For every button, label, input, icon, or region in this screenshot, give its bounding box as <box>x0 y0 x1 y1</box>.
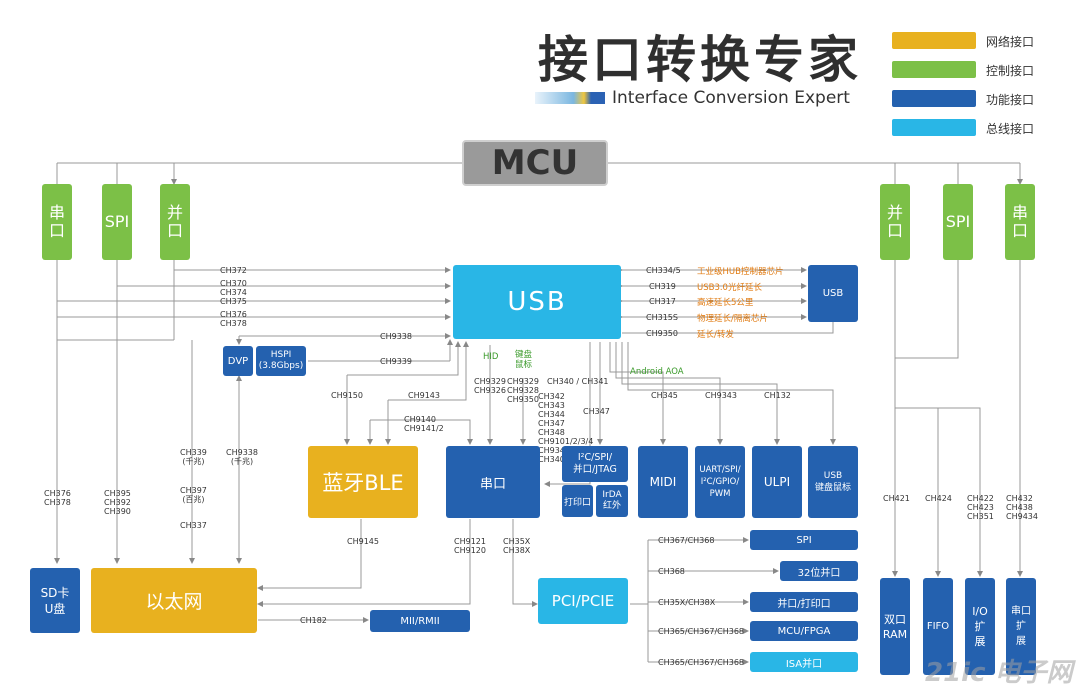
top-left-parallel: 并 口 <box>160 184 190 260</box>
bus-chip: CH35X/CH38X <box>658 598 716 607</box>
kbd-label: 键盘 鼠标 <box>515 350 533 370</box>
chip-label: CH345 <box>651 391 678 400</box>
watermark-logo: 21ic 电子网 <box>925 658 1073 688</box>
fifo-block: FIFO <box>923 578 953 675</box>
usb-kbd-block: USB 键盘鼠标 <box>808 446 858 518</box>
left-link-chip: CH372 <box>220 266 247 275</box>
dual-ram-block: 双口 RAM <box>880 578 910 675</box>
chip-label: CH432 CH438 CH9434 <box>1006 494 1038 521</box>
chip-label: CH340 / CH341 <box>547 377 609 386</box>
legend-label-bus: 总线接口 <box>986 122 1035 136</box>
top-left-serial: 串 口 <box>42 184 72 260</box>
top-left-spi: SPI <box>102 184 132 260</box>
right-link-chip: CH319 <box>649 282 676 291</box>
page-subtitle: Interface Conversion Expert <box>612 88 850 108</box>
right-link-desc: 延长/转发 <box>697 330 734 340</box>
left-link-chip: CH370 CH374 <box>220 279 247 297</box>
chip-label: CH9140 CH9141/2 <box>404 415 444 433</box>
legend-label-function: 功能接口 <box>986 93 1035 107</box>
chip-label: CH342 CH343 CH344 CH347 CH348 CH9101/2/3… <box>538 392 594 464</box>
bus-chip: CH365/CH367/CH368 <box>658 627 745 636</box>
right-link-chip: CH334/5 <box>646 266 681 275</box>
bus-chip: CH367/CH368 <box>658 536 715 545</box>
mii-block: MII/RMII <box>370 610 470 632</box>
left-link-chip: CH375 <box>220 297 247 306</box>
chip-label: CH35X CH38X <box>503 537 531 555</box>
chip-label: CH424 <box>925 494 952 503</box>
bus-spi-block: SPI <box>750 530 858 550</box>
chip-label: CH9143 <box>408 391 440 400</box>
hid-label: HID <box>483 352 499 362</box>
usb-right-block: USB <box>808 265 858 322</box>
chip-label: CH395 CH392 CH390 <box>104 489 131 516</box>
legend-swatch-network <box>892 32 976 49</box>
bus-chip: CH368 <box>658 567 685 576</box>
chip-label: CH421 <box>883 494 910 503</box>
right-link-desc: 物理延长/隔离芯片 <box>697 314 768 324</box>
chip-label: CH9150 <box>331 391 363 400</box>
legend-label-network: 网络接口 <box>986 35 1035 49</box>
right-link-desc: 工业级HUB控制器芯片 <box>697 267 784 277</box>
title-decor-stripe <box>535 92 605 104</box>
i2c-block: I²C/SPI/ 并口/JTAG <box>562 446 628 482</box>
bus-mcu-block: MCU/FPGA <box>750 621 858 641</box>
chip-label: CH9329 CH9326 <box>474 377 506 395</box>
right-link-chip: CH317 <box>649 297 676 306</box>
ble-block: 蓝牙BLE <box>308 446 418 518</box>
legend-swatch-bus <box>892 119 976 136</box>
hspi-block: HSPI (3.8Gbps) <box>256 346 306 376</box>
right-link-desc: 高速延长5公里 <box>697 298 754 308</box>
chip-label: CH132 <box>764 391 791 400</box>
bus-chip: CH365/CH367/CH368 <box>658 658 745 667</box>
chip-label: CH397 (百兆) <box>180 486 207 504</box>
pci-block: PCI/PCIE <box>538 578 628 624</box>
chip-label: CH9343 <box>705 391 737 400</box>
io-expand-block: I/O 扩 展 <box>965 578 995 675</box>
printer-block: 打印口 <box>562 485 593 517</box>
chip-label: CH9329 CH9328 CH9350 <box>507 377 539 404</box>
android-label: Android AOA <box>630 367 684 377</box>
chip-label: CH422 CH423 CH351 <box>967 494 994 521</box>
left-link-chip: CH9338 <box>380 332 412 341</box>
chip-label: CH9145 <box>347 537 379 546</box>
top-right-serial: 串 口 <box>1005 184 1035 260</box>
right-link-desc: USB3.0光纤延长 <box>697 283 762 293</box>
uart-block: UART/SPI/ I²C/GPIO/ PWM <box>695 446 745 518</box>
legend-swatch-function <box>892 90 976 107</box>
legend-label-control: 控制接口 <box>986 64 1035 78</box>
top-right-parallel: 并 口 <box>880 184 910 260</box>
ulpi-block: ULPI <box>752 446 802 518</box>
sd-block: SD卡 U盘 <box>30 568 80 633</box>
chip-label: CH9338 (千兆) <box>226 448 258 466</box>
left-link-chip: CH9339 <box>380 357 412 366</box>
irda-block: IrDA 红外 <box>596 485 628 517</box>
bus-parallel-block: 并口/打印口 <box>750 592 858 612</box>
bus-32bit-block: 32位并口 <box>780 561 858 581</box>
chip-label: CH339 (千兆) <box>180 448 207 466</box>
usb-main-block: USB <box>453 265 621 339</box>
serial-block: 串口 <box>446 446 540 518</box>
chip-label: CH337 <box>180 521 207 530</box>
dvp-block: DVP <box>223 346 253 376</box>
bus-isa-block: ISA并口 <box>750 652 858 672</box>
top-right-spi: SPI <box>943 184 973 260</box>
legend-swatch-control <box>892 61 976 78</box>
right-link-chip: CH315S <box>646 313 678 322</box>
chip-label: CH376 CH378 <box>44 489 71 507</box>
midi-block: MIDI <box>638 446 688 518</box>
serial-expand-block: 串口 扩 展 <box>1006 578 1036 675</box>
mcu-block: MCU <box>462 140 608 186</box>
chip-label: CH347 <box>583 407 610 416</box>
ethernet-block: 以太网 <box>91 568 257 633</box>
page-title: 接口转换专家 <box>538 31 862 89</box>
right-link-chip: CH9350 <box>646 329 678 338</box>
chip-label: CH9121 CH9120 <box>454 537 486 555</box>
chip-label: CH182 <box>300 616 327 625</box>
left-link-chip: CH376 CH378 <box>220 310 247 328</box>
